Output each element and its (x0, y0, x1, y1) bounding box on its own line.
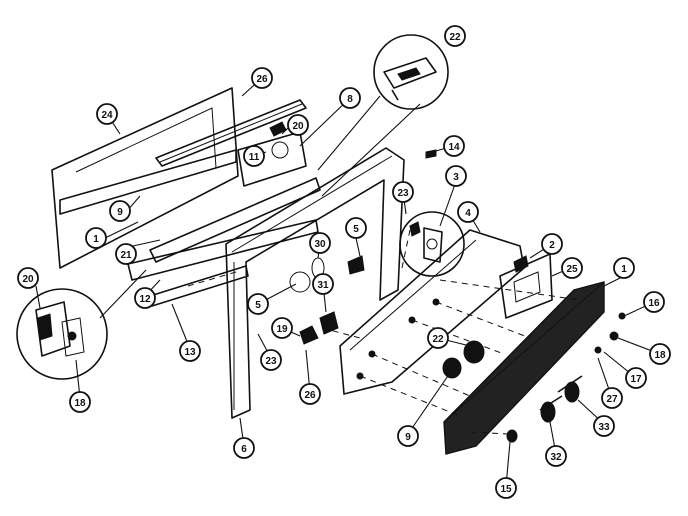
control-panel-frame-part (225, 147, 405, 419)
callout-22-bottom: 22 (427, 327, 449, 349)
svg-text:26: 26 (256, 74, 268, 85)
callout-8: 8 (339, 87, 361, 109)
svg-text:20: 20 (22, 274, 34, 285)
callout-18: 18 (649, 343, 671, 365)
callout-26: 26 (251, 67, 273, 89)
callout-25: 25 (561, 257, 583, 279)
callout-15: 15 (495, 477, 517, 499)
callout-5-bottom: 5 (247, 293, 269, 315)
svg-text:23: 23 (397, 188, 409, 199)
callout-6: 6 (233, 437, 255, 459)
detail-view-left (16, 269, 147, 380)
callout-17: 17 (625, 367, 647, 389)
callout-21: 21 (115, 243, 137, 265)
svg-text:19: 19 (276, 324, 288, 335)
callout-leaders (35, 77, 661, 487)
callout-12: 12 (134, 287, 156, 309)
svg-text:11: 11 (249, 152, 260, 163)
svg-text:25: 25 (566, 264, 578, 275)
callout-20-left: 20 (17, 267, 39, 289)
svg-text:26: 26 (304, 390, 316, 401)
svg-text:13: 13 (184, 347, 196, 358)
svg-text:33: 33 (598, 422, 610, 433)
assembly-guide-lines (321, 229, 581, 435)
callout-4: 4 (457, 201, 479, 223)
callout-1-right: 1 (613, 257, 635, 279)
callout-3: 3 (445, 165, 467, 187)
svg-text:1: 1 (93, 234, 99, 245)
top-trim-strip-part (155, 99, 307, 167)
svg-text:8: 8 (347, 94, 353, 105)
callouts: 24 26 8 20 11 22 14 9 1 21 23 3 4 5 30 2… (17, 25, 671, 499)
svg-text:14: 14 (448, 142, 460, 153)
svg-text:24: 24 (101, 110, 113, 121)
svg-text:5: 5 (353, 224, 359, 235)
svg-text:12: 12 (139, 294, 151, 305)
callout-33: 33 (593, 415, 615, 437)
callout-27: 27 (601, 387, 623, 409)
svg-text:9: 9 (405, 432, 411, 443)
callout-23-top: 23 (392, 181, 414, 203)
svg-text:32: 32 (550, 452, 562, 463)
callout-24: 24 (96, 103, 118, 125)
svg-text:18: 18 (74, 398, 86, 409)
callout-9-top: 9 (109, 200, 131, 222)
callout-9-bottom: 9 (397, 425, 419, 447)
callout-32: 32 (545, 445, 567, 467)
svg-text:16: 16 (648, 298, 660, 309)
svg-text:23: 23 (265, 356, 277, 367)
callout-31: 31 (312, 273, 334, 295)
callout-5-top: 5 (345, 217, 367, 239)
svg-text:4: 4 (465, 208, 471, 219)
svg-text:17: 17 (630, 374, 642, 385)
svg-text:22: 22 (432, 334, 444, 345)
callout-14: 14 (443, 135, 465, 157)
svg-text:22: 22 (449, 32, 461, 43)
callout-28: 18 (69, 391, 91, 413)
callout-10: 20 (287, 114, 309, 136)
callout-1-left: 1 (85, 227, 107, 249)
svg-text:9: 9 (117, 207, 123, 218)
svg-text:15: 15 (500, 484, 512, 495)
callout-19: 19 (271, 317, 293, 339)
callout-11: 11 (243, 145, 265, 167)
svg-text:31: 31 (317, 280, 329, 291)
callout-30: 30 (309, 232, 331, 254)
svg-text:27: 27 (606, 394, 618, 405)
detail-view-right (399, 211, 465, 277)
bracket-part (499, 253, 553, 319)
svg-text:30: 30 (314, 239, 326, 250)
callout-23-bottom: 23 (260, 349, 282, 371)
detail-view-top-right (317, 34, 449, 197)
callout-16: 16 (643, 291, 665, 313)
svg-text:21: 21 (120, 250, 132, 261)
svg-text:5: 5 (255, 300, 261, 311)
svg-text:3: 3 (453, 172, 459, 183)
svg-text:1: 1 (621, 264, 627, 275)
grille-panel-part (443, 281, 605, 455)
svg-text:2: 2 (549, 240, 555, 251)
callout-26-bottom: 26 (299, 383, 321, 405)
svg-text:18: 18 (654, 350, 666, 361)
svg-text:6: 6 (241, 444, 247, 455)
callout-22-top: 22 (444, 25, 466, 47)
callout-2: 2 (541, 233, 563, 255)
svg-text:20: 20 (292, 121, 304, 132)
callout-13: 13 (179, 340, 201, 362)
